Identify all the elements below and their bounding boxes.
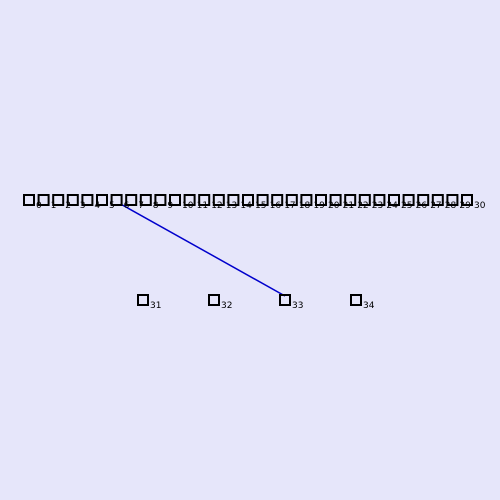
node-label: 33	[292, 301, 303, 311]
node-label: 34	[363, 301, 375, 311]
node-box[interactable]	[227, 194, 240, 206]
node-box[interactable]	[183, 194, 196, 206]
node-10[interactable]: 10	[169, 194, 194, 211]
node-box[interactable]	[242, 194, 254, 206]
node-box[interactable]	[137, 294, 149, 306]
node-box[interactable]	[446, 194, 459, 206]
node-box[interactable]	[198, 194, 211, 206]
node-box[interactable]	[350, 294, 362, 306]
node-30[interactable]: 30	[461, 194, 486, 211]
node-box[interactable]	[271, 194, 284, 206]
node-box[interactable]	[279, 294, 291, 306]
node-box[interactable]	[66, 194, 79, 206]
node-box[interactable]	[81, 194, 94, 206]
node-box[interactable]	[52, 194, 65, 206]
node-box[interactable]	[154, 194, 167, 206]
node-box[interactable]	[285, 194, 298, 206]
node-34[interactable]: 34	[350, 294, 375, 311]
node-box[interactable]	[417, 194, 430, 206]
node-box[interactable]	[431, 194, 444, 206]
node-box[interactable]	[23, 194, 35, 206]
node-box[interactable]	[358, 194, 371, 206]
node-box[interactable]	[208, 294, 220, 306]
node-label: 32	[221, 301, 232, 311]
node-box[interactable]	[344, 194, 357, 206]
node-label: 30	[474, 201, 486, 211]
node-box[interactable]	[125, 194, 138, 206]
edge-6-33	[120, 203, 286, 297]
node-box[interactable]	[169, 194, 181, 206]
node-box[interactable]	[110, 194, 123, 206]
node-31[interactable]: 31	[137, 294, 161, 311]
node-box[interactable]	[461, 194, 473, 206]
node-box[interactable]	[139, 194, 152, 206]
node-box[interactable]	[329, 194, 342, 206]
edges-layer	[120, 203, 286, 297]
node-box[interactable]	[373, 194, 386, 206]
node-box[interactable]	[300, 194, 313, 206]
node-box[interactable]	[37, 194, 50, 206]
node-box[interactable]	[212, 194, 225, 206]
node-box[interactable]	[96, 194, 108, 206]
node-box[interactable]	[315, 194, 327, 206]
node-box[interactable]	[402, 194, 415, 206]
node-32[interactable]: 32	[208, 294, 232, 311]
node-box[interactable]	[256, 194, 269, 206]
node-33[interactable]: 33	[279, 294, 303, 311]
node-label: 31	[150, 301, 161, 311]
node-box[interactable]	[388, 194, 400, 206]
